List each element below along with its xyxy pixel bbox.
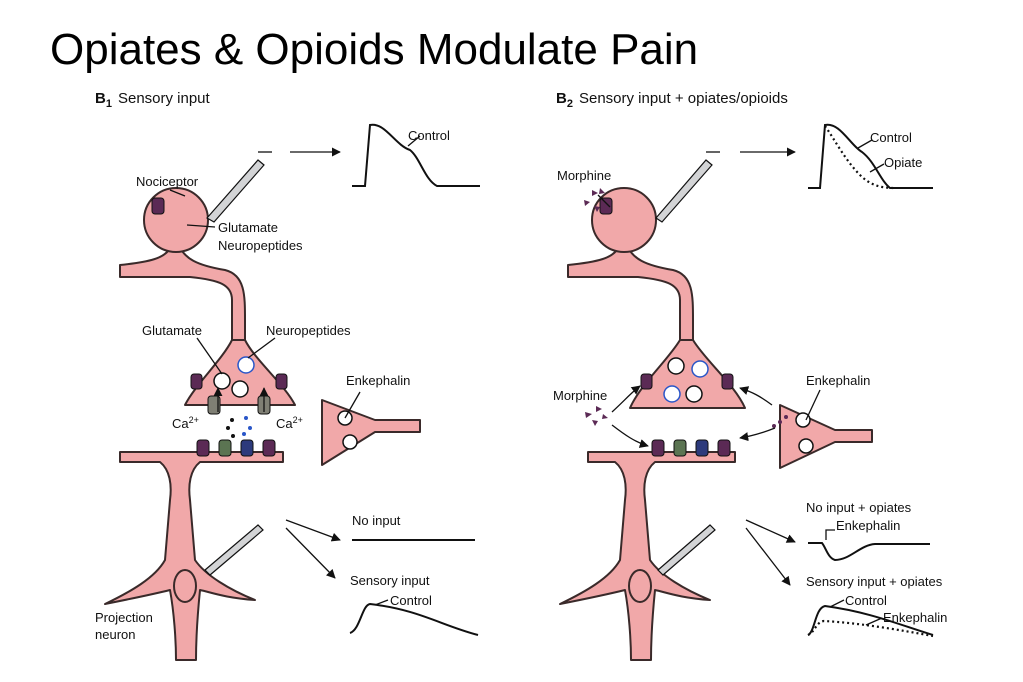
panel-title-b1: B1 Sensory input <box>95 90 210 110</box>
trace-control-b2 <box>808 123 933 189</box>
nociceptor-axon-b2 <box>567 247 694 346</box>
label-sensory-input-opiates: Sensory input + opiates <box>806 574 943 589</box>
label-sensory-input: Sensory input <box>350 573 430 588</box>
label-enkephalin-b2: Enkephalin <box>806 373 870 388</box>
presynaptic-receptor-right <box>275 373 288 390</box>
presynaptic-receptor-left <box>190 373 203 390</box>
label-morphine-mid: Morphine <box>553 388 607 403</box>
label-control-b2-lower: Control <box>845 593 887 608</box>
postsynaptic-receptor-3 <box>240 439 254 457</box>
panel-title-b1-text: Sensory input <box>117 90 210 107</box>
nociceptor-receptor <box>151 197 165 215</box>
label-no-input-opiates: No input + opiates <box>806 500 912 515</box>
label-projection: Projection <box>95 610 153 625</box>
postsynaptic-receptor-1 <box>196 439 210 457</box>
nociceptor-axon <box>119 247 246 346</box>
morphine-molecules-top <box>584 188 605 212</box>
panel-title-b2: B2 Sensory input + opiates/opioids <box>556 90 788 110</box>
glutamate-vesicle-2 <box>231 380 249 398</box>
trace-sensory-input-opiates-enkephalin <box>807 619 934 638</box>
panel-b2: Control Opiate Morphine Morphine Enkepha… <box>553 123 947 661</box>
recording-electrode <box>204 524 264 576</box>
label-enkephalin-b2-lower: Enkephalin <box>883 610 947 625</box>
trace-sensory-input <box>349 602 479 636</box>
label-control-b2: Control <box>870 130 912 145</box>
label-enkephalin-b2-mid: Enkephalin <box>836 518 900 533</box>
epsp-trace-control <box>352 123 480 187</box>
label-enkephalin-b1: Enkephalin <box>346 373 410 388</box>
label-opiate: Opiate <box>884 155 922 170</box>
projection-neuron-b2 <box>559 451 736 661</box>
label-glutamate-terminal: Glutamate <box>142 323 202 338</box>
recording-electrode-b2 <box>657 524 716 576</box>
stimulating-electrode <box>206 159 265 223</box>
neuropeptide-vesicle <box>237 356 255 374</box>
nociceptor-cell-body-b2 <box>591 187 657 253</box>
presynaptic-terminal-b2 <box>629 339 746 409</box>
label-neuropeptides-terminal: Neuropeptides <box>266 323 351 338</box>
label-control-b1: Control <box>408 128 450 143</box>
panel-id-b1: B1 <box>95 90 112 110</box>
stimulating-electrode-b2 <box>655 159 713 223</box>
label-neuron: neuron <box>95 627 135 642</box>
trace-no-input-opiates <box>808 542 930 562</box>
panel-b1: Control Nociceptor Glutamate Neuropeptid… <box>95 123 480 661</box>
postsynaptic-receptor-2 <box>218 439 232 457</box>
trace-opiate <box>824 125 896 190</box>
projection-neuron-nucleus <box>173 569 197 603</box>
label-neuropeptides-b1: Neuropeptides <box>218 238 303 253</box>
glutamate-vesicle-1 <box>213 372 231 390</box>
nociceptor-cell-body <box>143 187 209 253</box>
label-ca-right: Ca2+ <box>276 415 303 431</box>
label-control-b1-lower: Control <box>390 593 432 608</box>
slide-title: Opiates & Opioids Modulate Pain <box>50 25 699 74</box>
label-ca-left: Ca2+ <box>172 415 199 431</box>
enkephalin-interneuron-b1 <box>321 399 421 466</box>
label-morphine-top: Morphine <box>557 168 611 183</box>
panel-id-b2: B2 <box>556 90 573 110</box>
label-glutamate-b1: Glutamate <box>218 220 278 235</box>
postsynaptic-receptor-4 <box>262 439 276 457</box>
nociceptor-receptor-b2 <box>599 197 613 215</box>
projection-neuron <box>104 451 284 661</box>
label-nociceptor: Nociceptor <box>136 174 199 189</box>
label-no-input: No input <box>352 513 401 528</box>
enkephalin-interneuron-b2 <box>779 404 873 469</box>
morphine-molecules-mid <box>585 406 608 426</box>
panel-title-b2-text: Sensory input + opiates/opioids <box>578 90 788 107</box>
